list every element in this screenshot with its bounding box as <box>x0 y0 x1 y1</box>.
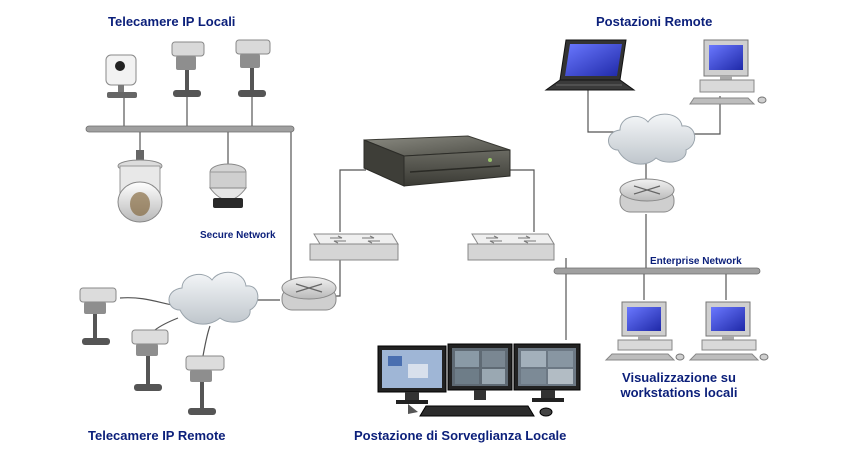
label-local-workstations-line2: workstations locali <box>620 385 738 400</box>
workstation-remote <box>689 39 767 105</box>
cloud-internet-remote-cameras <box>168 271 259 325</box>
mouse <box>539 407 553 417</box>
workstation-local-2 <box>688 301 769 361</box>
cloud-internet-remote-stations <box>608 113 696 165</box>
switch-local <box>467 233 555 261</box>
router-secure <box>281 276 337 311</box>
enterprise-bus <box>553 267 761 275</box>
camera-cube-local <box>105 54 137 98</box>
workstation-local-1 <box>604 301 685 361</box>
label-enterprise-network: Enterprise Network <box>650 256 742 267</box>
camera-bullet-remote-3 <box>185 355 225 415</box>
label-secure-network: Secure Network <box>200 230 276 241</box>
camera-dome-fixed <box>208 163 248 208</box>
label-remote-ip-cameras: Telecamere IP Remote <box>88 428 226 443</box>
camera-bullet-local-1 <box>171 41 205 97</box>
label-local-ip-cameras: Telecamere IP Locali <box>108 14 236 29</box>
camera-bullet-remote-1 <box>79 287 117 345</box>
router-enterprise <box>619 178 675 213</box>
monitor-right <box>513 343 581 402</box>
laptop-remote <box>544 39 636 91</box>
camera-bullet-local-2 <box>235 39 271 97</box>
surveillance-monitors <box>377 343 581 417</box>
switch-secure <box>309 233 399 261</box>
monitor-center <box>447 343 513 400</box>
camera-bullet-remote-2 <box>131 329 169 391</box>
keyboard <box>419 405 535 417</box>
local-camera-bus <box>85 125 295 133</box>
central-server <box>363 135 511 187</box>
label-local-surveillance-station: Postazione di Sorveglianza Locale <box>354 428 567 443</box>
label-remote-stations: Postazioni Remote <box>596 14 713 29</box>
monitor-left <box>377 345 447 404</box>
label-local-workstations-line1: Visualizzazione su <box>622 370 736 385</box>
camera-dome-ptz <box>117 150 163 223</box>
label-local-workstations: Visualizzazione su workstations locali <box>604 370 754 400</box>
